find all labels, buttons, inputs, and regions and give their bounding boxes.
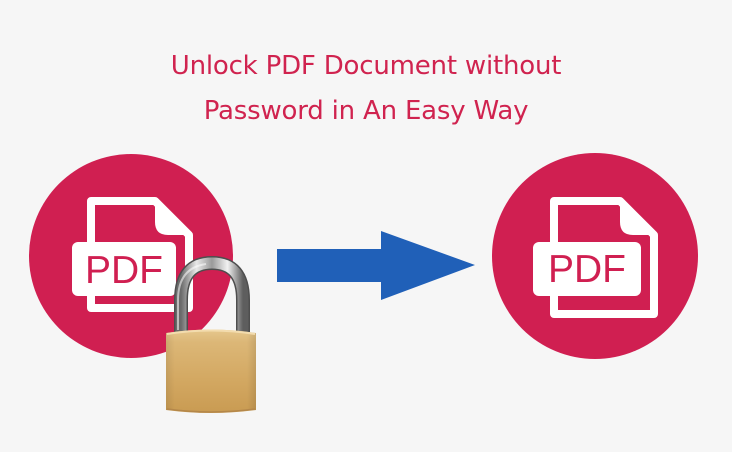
title-line-1: Unlock PDF Document without: [170, 51, 562, 81]
left-pdf-icon: PDF: [29, 154, 233, 358]
right-pdf-icon: PDF: [492, 153, 698, 359]
arrow-right-icon: [277, 231, 475, 300]
page-title: Unlock PDF Document without Password in …: [0, 44, 732, 134]
right-pdf-label: PDF: [548, 248, 626, 291]
padlock-icon: [166, 255, 256, 413]
title-line-2: Password in An Easy Way: [203, 96, 529, 126]
left-pdf-label: PDF: [85, 249, 163, 292]
pdf-file-icon: PDF: [533, 197, 658, 318]
pdf-file-icon: PDF: [72, 197, 193, 312]
